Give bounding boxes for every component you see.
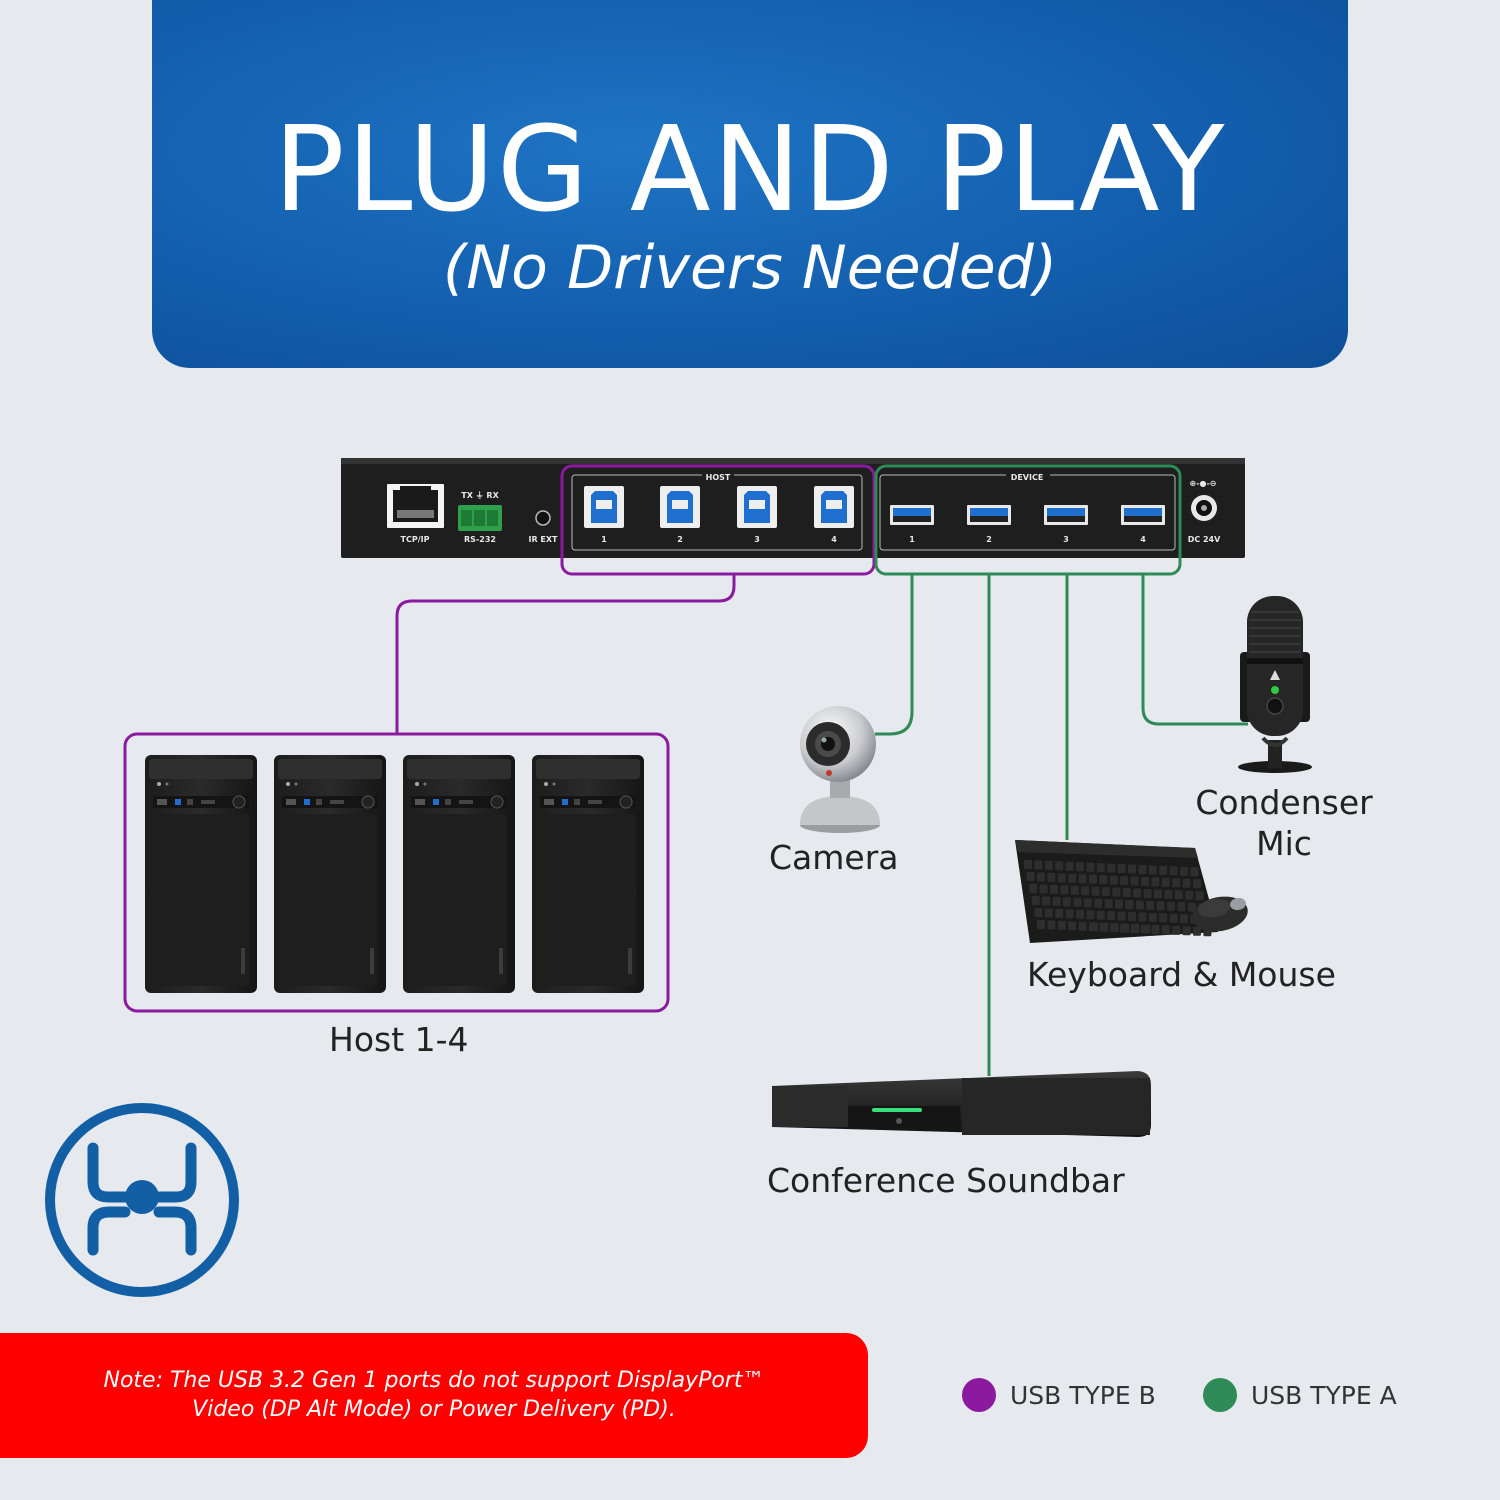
note-line1: Note: The USB 3.2 Gen 1 ports do not sup…: [103, 1367, 765, 1393]
usb-b-port-icon: [584, 486, 624, 528]
note-text: Note: The USB 3.2 Gen 1 ports do not sup…: [44, 1367, 824, 1424]
condenser-mic-icon: [1238, 596, 1312, 773]
keyboard-mouse-label: Keyboard & Mouse: [1027, 955, 1336, 994]
legend-usb-b-dot: [962, 1378, 996, 1412]
mic-connection-line: [1141, 574, 1248, 726]
keyboard-mouse-icon: [1015, 840, 1248, 943]
hosts-highlight: [123, 732, 670, 1013]
legend-usb-b: USB TYPE B: [962, 1378, 1156, 1412]
power-symbol: ⊕-●-⊖: [1189, 479, 1216, 488]
host-tower-icon: [532, 755, 644, 993]
rs232-label: RS-232: [464, 535, 496, 544]
ethernet-port-icon: [387, 484, 444, 528]
usb-b-port-icon: [660, 486, 700, 528]
legend-usb-b-label: USB TYPE B: [1010, 1380, 1156, 1410]
dc-power-jack-icon: [1191, 495, 1217, 521]
camera-connection-line: [875, 574, 914, 736]
conference-soundbar-icon: [772, 1071, 1151, 1137]
usb-b-port-icon: [814, 486, 854, 528]
device-port-number: 2: [986, 535, 992, 544]
host-ports-highlight: [560, 464, 876, 576]
usb-a-port-icon: [890, 505, 934, 525]
rs232-terminal-icon: [458, 505, 502, 531]
host-connection-line: [395, 574, 736, 734]
legend-usb-a-dot: [1203, 1378, 1237, 1412]
usb-a-port-icon: [1121, 505, 1165, 525]
page-title: PLUG AND PLAY: [273, 100, 1227, 238]
device-group-label: DEVICE: [1011, 473, 1044, 482]
note-banner: Note: The USB 3.2 Gen 1 ports do not sup…: [0, 1333, 868, 1458]
host-port-number: 1: [601, 535, 607, 544]
legend-usb-a-label: USB TYPE A: [1251, 1380, 1397, 1410]
mic-label: Condenser Mic: [1184, 783, 1384, 865]
irext-label: IR EXT: [528, 535, 558, 544]
host-group-label: HOST: [706, 473, 731, 482]
camera-label: Camera: [769, 838, 899, 877]
host-tower-icon: [145, 755, 257, 993]
host-port-number: 3: [754, 535, 760, 544]
note-line2: Video (DP Alt Mode) or Power Delivery (P…: [192, 1396, 676, 1422]
usb-a-port-icon: [1044, 505, 1088, 525]
host-port-number: 4: [831, 535, 837, 544]
power-label: DC 24V: [1188, 535, 1221, 544]
mic-label-line1: Condenser: [1195, 783, 1373, 822]
device-port-number: 4: [1140, 535, 1146, 544]
soundbar-label: Conference Soundbar: [767, 1161, 1125, 1200]
tcpip-label: TCP/IP: [401, 535, 430, 544]
ir-ext-jack-icon: [535, 510, 551, 526]
logo-mark-icon: [45, 1103, 239, 1297]
host-tower-icon: [274, 755, 386, 993]
page-subtitle: (No Drivers Needed): [442, 233, 1058, 303]
usb-b-port-icon: [737, 486, 777, 528]
rs232-top-label: TX ⏚ RX: [461, 491, 499, 500]
host-computers: [145, 755, 644, 993]
legend-usb-a: USB TYPE A: [1203, 1378, 1397, 1412]
hosts-label: Host 1-4: [329, 1020, 469, 1059]
host-port-number: 2: [677, 535, 683, 544]
header-banner: PLUG AND PLAY (No Drivers Needed): [152, 0, 1348, 368]
usb-a-port-icon: [967, 505, 1011, 525]
device-ports-highlight: [874, 464, 1182, 576]
device-port-number: 3: [1063, 535, 1069, 544]
device-port-number: 1: [909, 535, 915, 544]
camera-icon: [800, 706, 880, 833]
host-tower-icon: [403, 755, 515, 993]
usb-switch-device: TCP/IP TX ⏚ RX RS-232 IR EXT HOST DEVICE…: [341, 458, 1245, 558]
mic-label-line2: Mic: [1256, 823, 1312, 863]
